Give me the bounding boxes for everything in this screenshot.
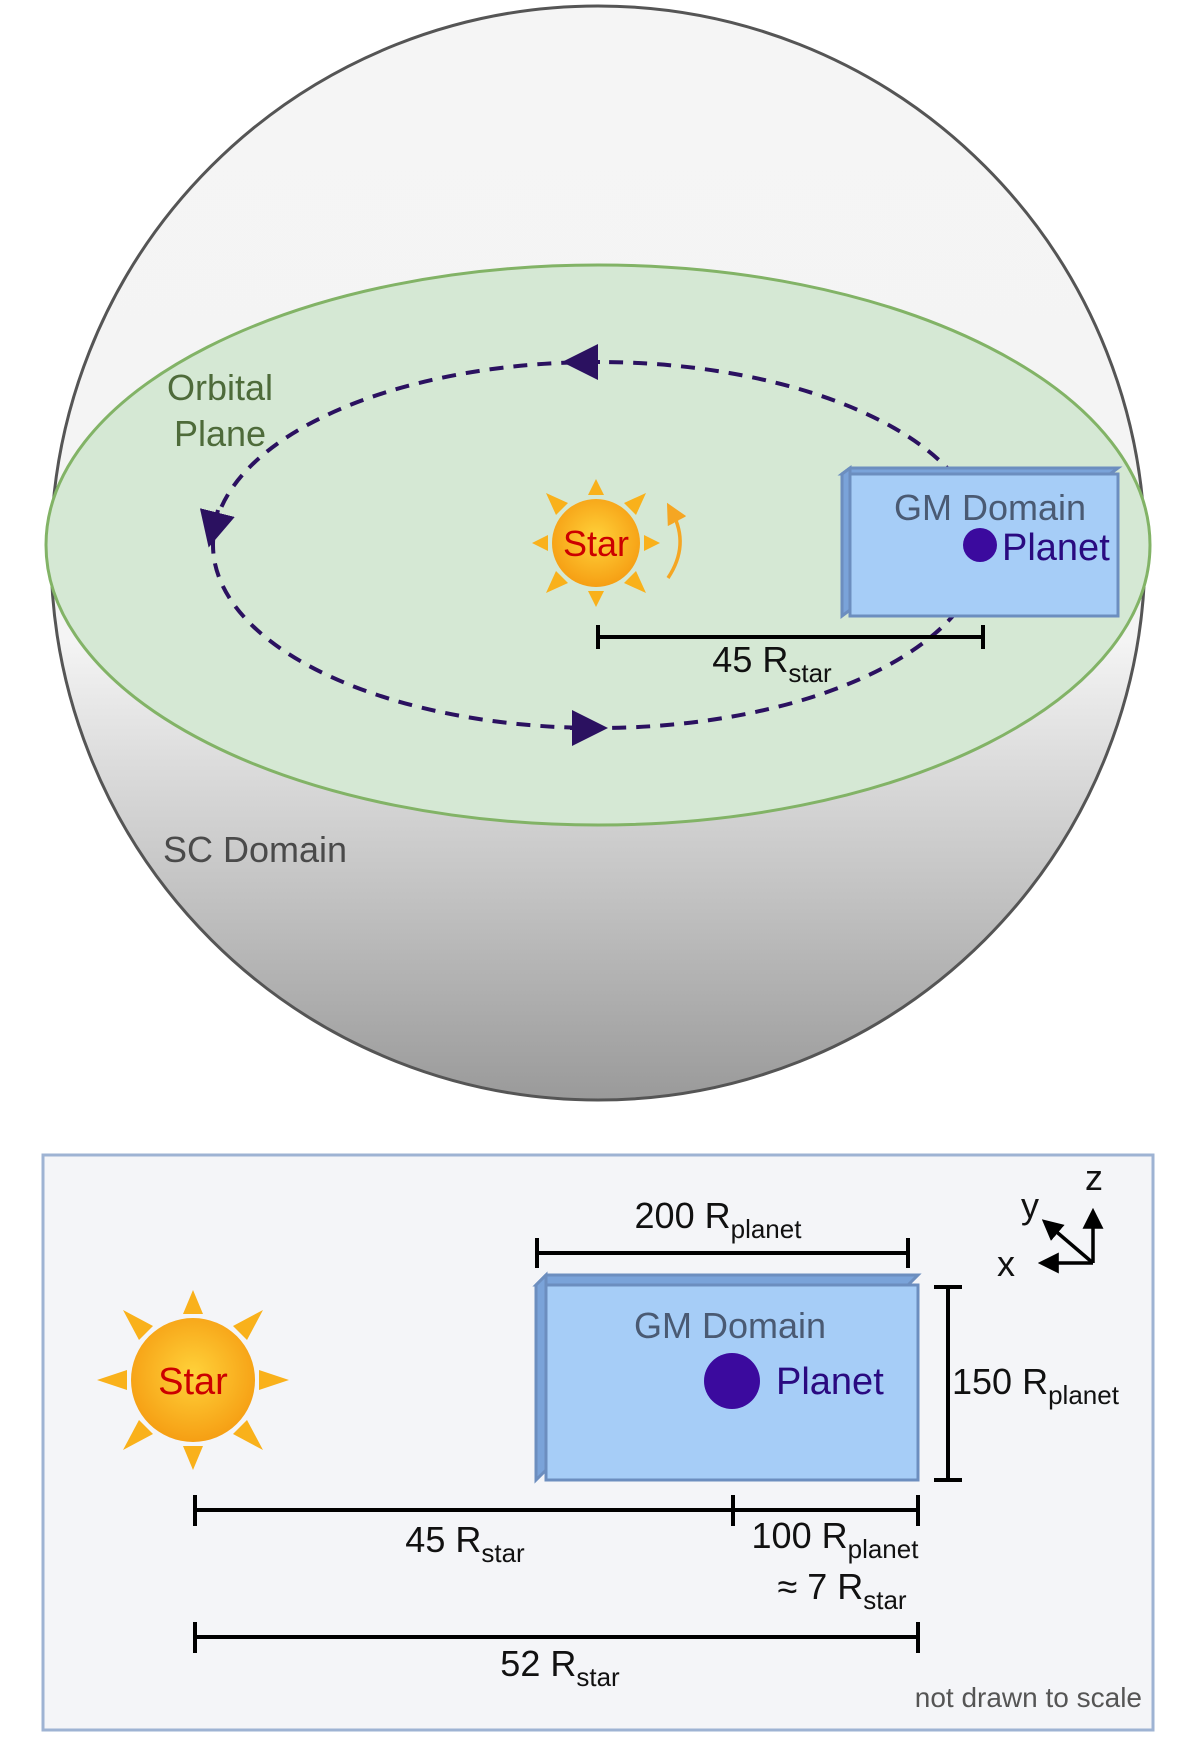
gm-domain-box-top — [837, 465, 1123, 619]
gm-domain-label-top: GM Domain — [894, 487, 1086, 528]
side-view: Star 200 Rplanet GM Domain Planet 150 Rp… — [41, 1153, 1155, 1732]
distance-label-top: 45 Rstar — [712, 639, 832, 688]
height-dimension — [934, 1285, 962, 1482]
star-planet-label: 45 Rstar — [405, 1519, 525, 1568]
width-dimension — [535, 1238, 910, 1268]
star-label-top: Star — [563, 523, 629, 564]
axes-indicator — [1037, 1207, 1104, 1274]
orbit-arrow-left — [199, 508, 235, 548]
scale-note: not drawn to scale — [915, 1682, 1142, 1713]
star-side — [97, 1290, 289, 1470]
planet-edge-label: 100 Rplanet — [752, 1515, 920, 1564]
rotation-arrow — [666, 502, 687, 579]
approx-label: ≈ 7 Rstar — [777, 1566, 906, 1615]
total-dimension — [193, 1622, 920, 1653]
orbital-plane-label: Orbital — [167, 367, 273, 408]
axis-z-label: z — [1085, 1157, 1103, 1198]
planet-top — [963, 528, 997, 562]
width-label: 200 Rplanet — [635, 1195, 803, 1244]
orbital-plane-label-2: Plane — [174, 413, 266, 454]
star-top — [532, 479, 660, 607]
axis-y-label: y — [1021, 1185, 1039, 1226]
distance-bar-top — [596, 625, 985, 649]
planet-side — [704, 1353, 760, 1409]
gm-domain-label-side: GM Domain — [634, 1305, 826, 1346]
star-label-side: Star — [158, 1361, 228, 1403]
planet-label-top: Planet — [1002, 527, 1110, 569]
planet-label-side: Planet — [776, 1361, 884, 1403]
height-label: 150 Rplanet — [952, 1361, 1120, 1410]
star-planet-dimension — [193, 1495, 920, 1526]
axis-x-label: x — [997, 1243, 1015, 1284]
sc-domain-label: SC Domain — [163, 829, 347, 870]
top-view: Orbital Plane SC Domain GM Domain Planet — [44, 4, 1152, 1102]
total-label: 52 Rstar — [500, 1643, 620, 1692]
